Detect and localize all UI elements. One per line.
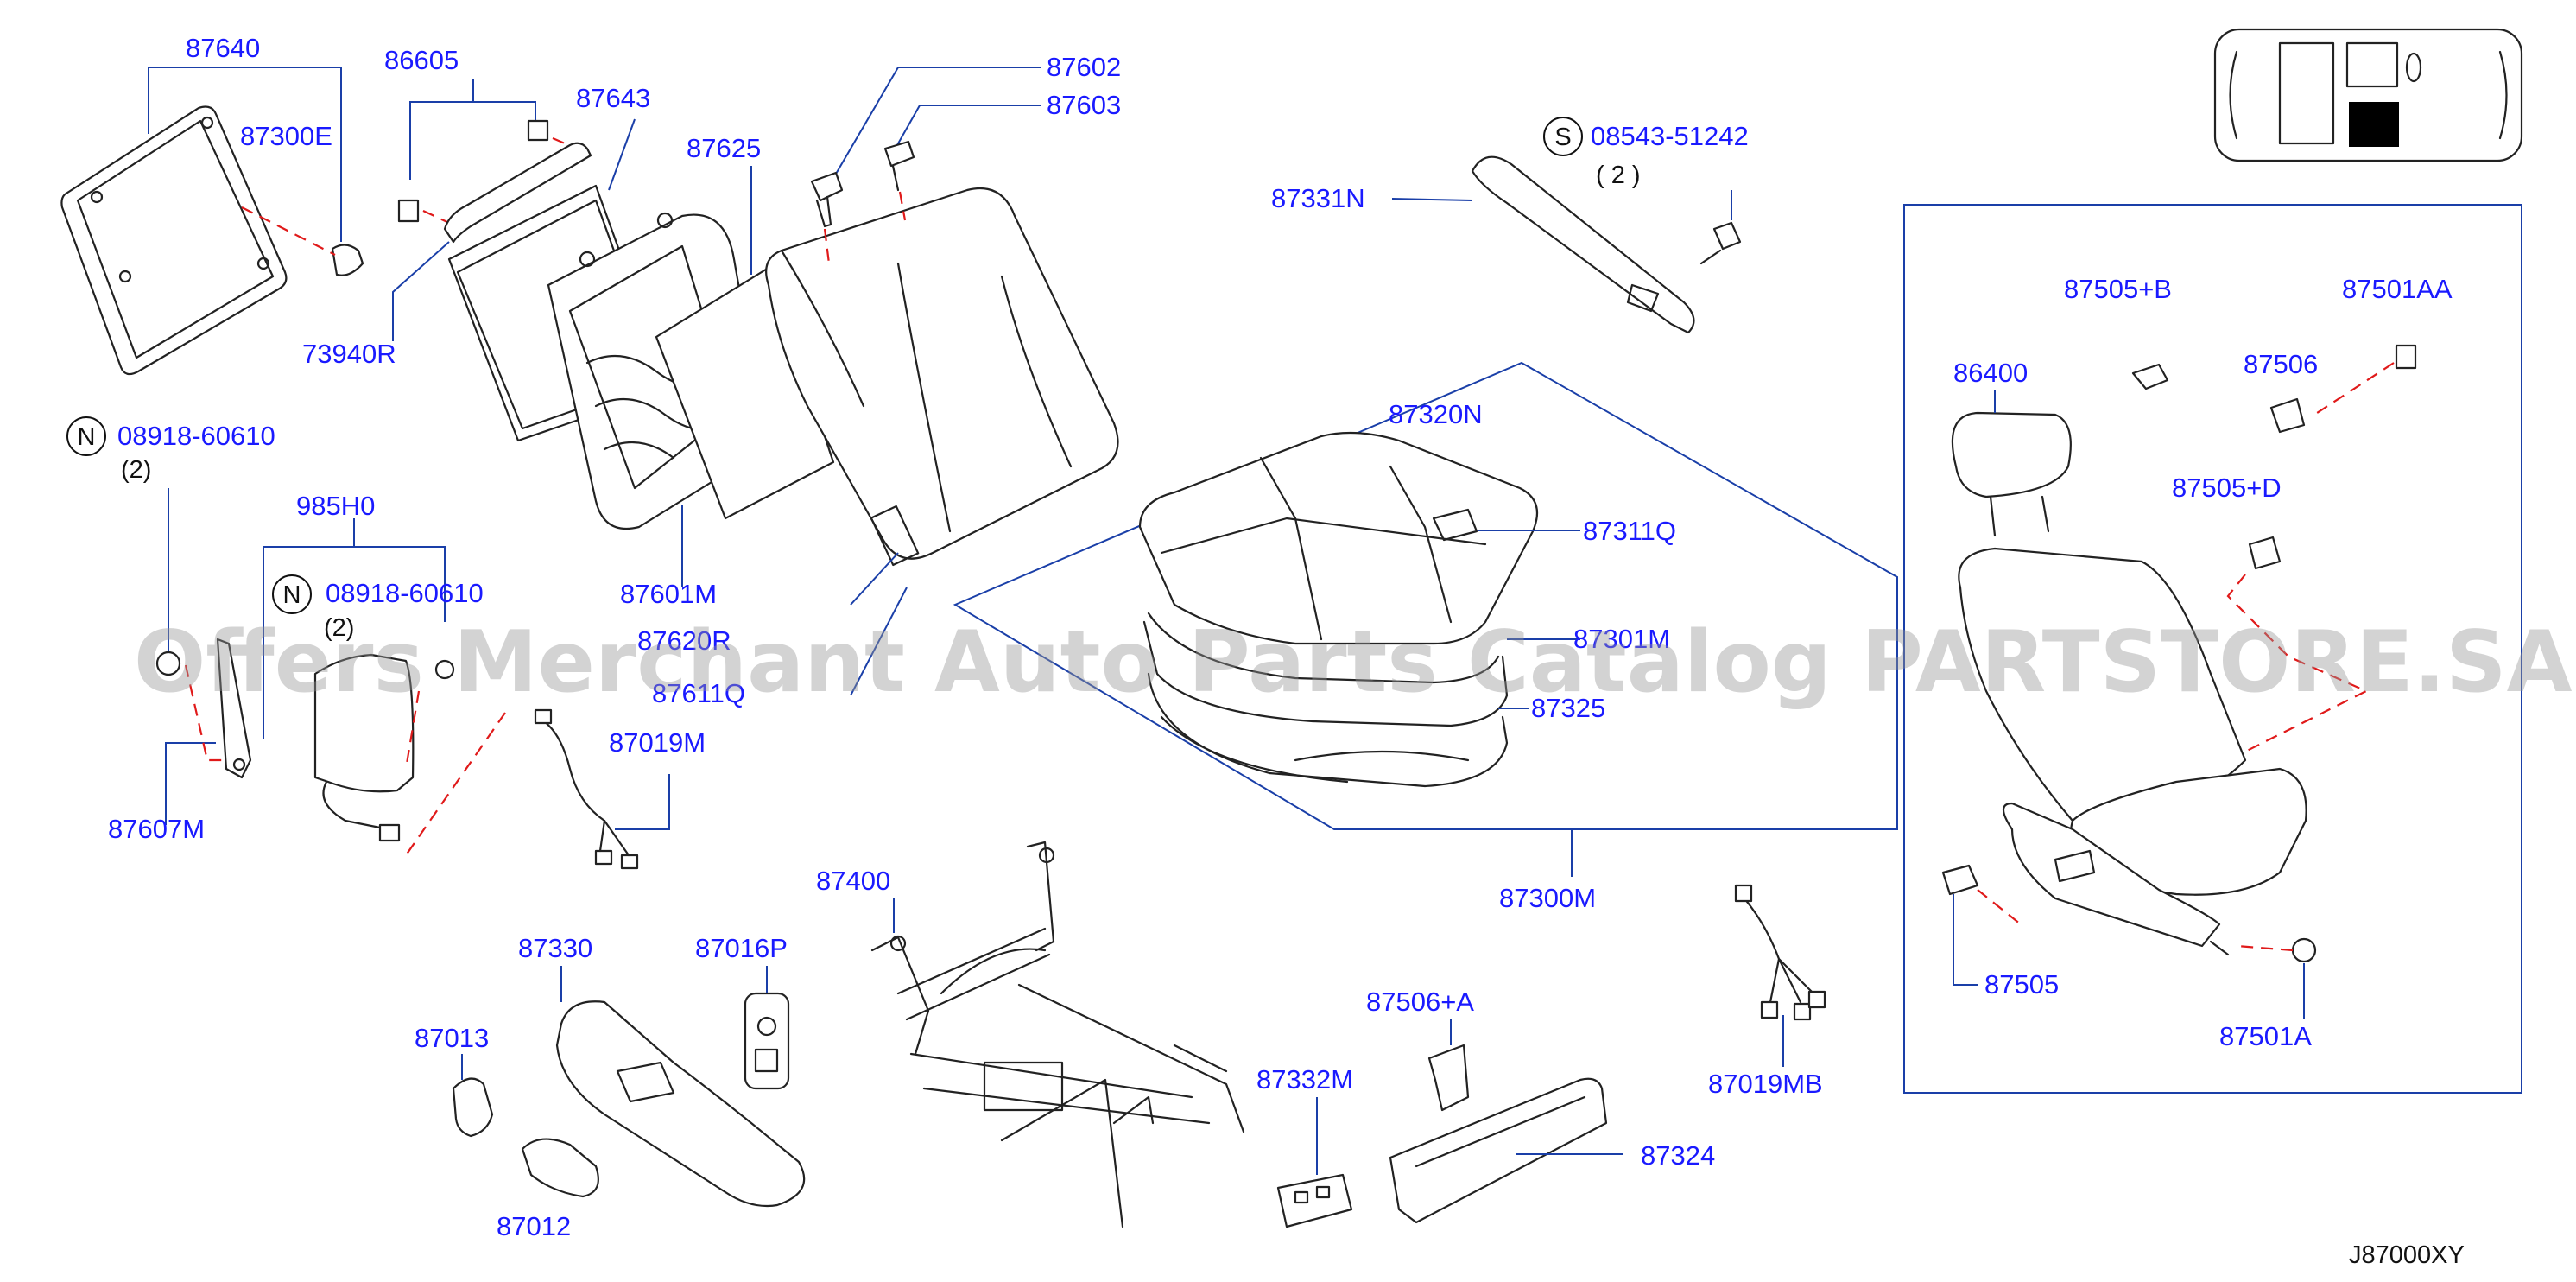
cover-clip-part bbox=[810, 140, 915, 228]
bolt-87501aa-part bbox=[2395, 344, 2417, 370]
bracket-87506a-part bbox=[1427, 1044, 1470, 1112]
n-symbol-2: N bbox=[283, 581, 301, 609]
label-87602[interactable]: 87602 bbox=[1047, 52, 1121, 82]
label-08918-qty-b: (2) bbox=[324, 614, 354, 642]
label-86605[interactable]: 86605 bbox=[384, 45, 459, 75]
label-87506[interactable]: 87506 bbox=[2244, 349, 2318, 379]
label-87603[interactable]: 87603 bbox=[1047, 90, 1121, 120]
airbag-module-part bbox=[313, 653, 415, 842]
label-87300m[interactable]: 87300M bbox=[1499, 883, 1596, 913]
label-73940r[interactable]: 73940R bbox=[302, 339, 396, 369]
seat-cushion-cover-part bbox=[1138, 431, 1539, 645]
n-symbol-2-icon bbox=[272, 574, 312, 614]
label-08918-qty-a: (2) bbox=[121, 456, 151, 484]
label-87640[interactable]: 87640 bbox=[186, 33, 260, 63]
label-87643[interactable]: 87643 bbox=[576, 83, 650, 113]
label-87331n[interactable]: 87331N bbox=[1271, 183, 1365, 213]
rail-cover-87324-part bbox=[1389, 1077, 1608, 1224]
wire-harness-87019m-part bbox=[534, 708, 639, 870]
label-87311q[interactable]: 87311Q bbox=[1583, 516, 1676, 546]
s-symbol: S bbox=[1554, 124, 1571, 151]
nut-08918-a-part bbox=[155, 651, 181, 676]
label-87016p[interactable]: 87016P bbox=[695, 933, 788, 963]
switch-87332m-part bbox=[1276, 1173, 1353, 1228]
watermark-text: Offers Merchant Auto Parts Catalog PARTS… bbox=[134, 613, 2573, 712]
label-87506a[interactable]: 87506+A bbox=[1366, 987, 1474, 1017]
label-87505[interactable]: 87505 bbox=[1984, 969, 2059, 1000]
label-87505b[interactable]: 87505+B bbox=[2064, 274, 2172, 304]
complete-seat-part bbox=[1951, 411, 2307, 956]
label-985h0[interactable]: 985H0 bbox=[296, 491, 375, 521]
knob-87012-part bbox=[521, 1138, 599, 1198]
screw-08543-part bbox=[1699, 221, 1742, 265]
label-87300e[interactable]: 87300E bbox=[240, 121, 332, 151]
label-86400[interactable]: 86400 bbox=[1953, 358, 2028, 388]
label-87505d[interactable]: 87505+D bbox=[2172, 473, 2282, 503]
label-08918-60610-b[interactable]: 08918-60610 bbox=[326, 578, 484, 608]
switch-87016p-part bbox=[744, 992, 790, 1090]
label-87625[interactable]: 87625 bbox=[687, 133, 761, 163]
label-87501a[interactable]: 87501A bbox=[2219, 1021, 2312, 1051]
knob-87013-part bbox=[452, 1077, 494, 1138]
s-symbol-icon bbox=[1543, 117, 1583, 156]
cushion-group-outline bbox=[953, 361, 1898, 830]
bolt-87501a-part bbox=[2291, 937, 2317, 963]
seat-assembly-box bbox=[1903, 204, 2522, 1094]
label-87019mb[interactable]: 87019MB bbox=[1708, 1069, 1823, 1099]
label-87330[interactable]: 87330 bbox=[518, 933, 592, 963]
label-87324[interactable]: 87324 bbox=[1641, 1140, 1715, 1171]
clip-87300e-part bbox=[331, 244, 364, 276]
leader-86605 bbox=[409, 101, 536, 180]
label-87607m[interactable]: 87607M bbox=[108, 814, 205, 844]
clip-87505b-part bbox=[2131, 363, 2169, 390]
label-87611q[interactable]: 87611Q bbox=[652, 678, 745, 708]
label-87601m[interactable]: 87601M bbox=[620, 579, 717, 609]
label-87013[interactable]: 87013 bbox=[415, 1023, 489, 1053]
label-08543-qty: ( 2 ) bbox=[1596, 162, 1641, 189]
n-symbol-1: N bbox=[78, 423, 96, 451]
headrest-guide-clip-part bbox=[397, 119, 549, 223]
clip-87505-part bbox=[1941, 864, 1979, 896]
label-87012[interactable]: 87012 bbox=[497, 1211, 571, 1241]
label-87501aa[interactable]: 87501AA bbox=[2342, 274, 2453, 304]
seat-back-panel-part bbox=[60, 105, 288, 376]
seat-adjuster-frame-part bbox=[870, 841, 1245, 1228]
label-87332m[interactable]: 87332M bbox=[1256, 1064, 1353, 1095]
headrest-rod-part bbox=[443, 142, 592, 244]
label-87320n[interactable]: 87320N bbox=[1389, 399, 1483, 429]
seat-belt-anchor-part bbox=[216, 638, 252, 779]
label-87019m[interactable]: 87019M bbox=[609, 727, 706, 758]
leader-87640 bbox=[148, 67, 342, 88]
label-87620r[interactable]: 87620R bbox=[637, 625, 731, 656]
side-cover-87330-part bbox=[555, 1000, 806, 1208]
vehicle-locator-icon bbox=[2213, 28, 2523, 162]
label-87400[interactable]: 87400 bbox=[816, 866, 890, 896]
clip-87505d-part bbox=[2248, 536, 2282, 570]
seat-cushion-pad-part bbox=[1142, 612, 1509, 727]
back-trim-part bbox=[1471, 155, 1695, 334]
wire-harness-87019mb-part bbox=[1734, 884, 1826, 1021]
label-87325[interactable]: 87325 bbox=[1531, 693, 1605, 723]
nut-08918-b-part bbox=[434, 659, 455, 680]
label-08543-51242[interactable]: 08543-51242 bbox=[1591, 121, 1749, 151]
seat-back-cover-part bbox=[765, 187, 1119, 567]
seat-cushion-frame-part bbox=[1147, 672, 1509, 788]
clip-87506-part bbox=[2269, 397, 2306, 434]
n-symbol-1-icon bbox=[66, 416, 106, 456]
label-08918-60610-a[interactable]: 08918-60610 bbox=[117, 421, 275, 451]
diagram-code: J87000XY bbox=[2349, 1241, 2465, 1269]
label-87301m[interactable]: 87301M bbox=[1573, 624, 1670, 654]
